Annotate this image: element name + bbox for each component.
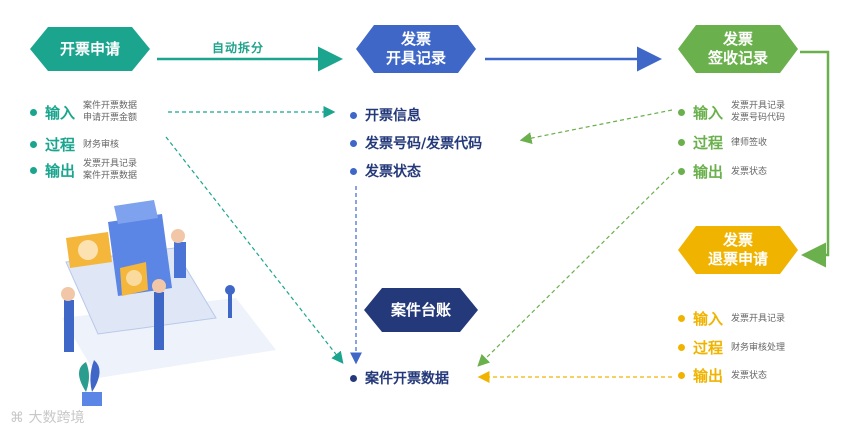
refund-output-item: 输出 发票状态	[678, 365, 767, 386]
apply-process-item: 过程 财务审核	[30, 134, 119, 155]
receive-process-key: 过程	[693, 134, 724, 152]
bullet-dot	[678, 168, 685, 175]
apply-output-item: 输出 发票开具记录 案件开票数据	[30, 158, 137, 182]
refund-input-key: 输入	[693, 310, 724, 328]
node-issue: 发票 开具记录	[356, 25, 476, 73]
apply-input-item: 输入 案件开票数据 申请开票金额	[30, 100, 137, 124]
node-refund: 发票 退票申请	[678, 226, 798, 274]
receive-input-key: 输入	[693, 103, 724, 122]
refund-output-key: 输出	[693, 367, 724, 385]
bullet-dot	[350, 374, 357, 382]
apply-output-detail: 发票开具记录 案件开票数据	[83, 159, 138, 181]
apply-process-key: 过程	[45, 136, 76, 154]
dashed-receive-to-ledger	[477, 171, 675, 367]
bullet-dot	[350, 167, 357, 175]
node-receive: 发票 签收记录	[678, 25, 798, 73]
watermark-text: 大数跨境	[28, 410, 85, 426]
bullet-dot	[678, 315, 685, 322]
apply-output-key: 输出	[45, 161, 76, 180]
node-refund-label: 发票 退票申请	[707, 231, 768, 268]
ledger-item: 案件开票数据	[350, 368, 449, 388]
bullet-dot	[678, 372, 685, 379]
bullet-dot	[30, 108, 37, 116]
receive-process-item: 过程 律师签收	[678, 132, 767, 153]
issue-item-info-label: 开票信息	[365, 108, 421, 124]
issue-item-status-label: 发票状态	[365, 164, 421, 180]
receive-hex-shape	[678, 25, 798, 73]
node-ledger-label: 案件台账	[390, 300, 451, 319]
apply-process-detail: 财务审核	[83, 139, 120, 150]
receive-input-item: 输入 发票开具记录 发票号码代码	[678, 100, 785, 124]
watermark: ⌘ 大数跨境	[10, 410, 85, 426]
dashed-receive-to-issue	[519, 109, 673, 145]
apply-input-detail: 案件开票数据 申请开票金额	[83, 101, 138, 123]
apply-hex-shape	[30, 27, 150, 71]
refund-hex-shape	[678, 226, 798, 274]
issue-hex-shape	[356, 25, 476, 73]
refund-process-key: 过程	[693, 339, 724, 357]
dashed-apply-to-ledger	[165, 136, 344, 364]
issue-item-number: 发票号码/发票代码	[350, 133, 482, 153]
ledger-item-label: 案件开票数据	[365, 371, 449, 387]
node-receive-label: 发票 签收记录	[707, 30, 768, 67]
ledger-hex-shape	[364, 288, 478, 332]
arrow-receive-to-refund	[800, 50, 830, 268]
receive-output-item: 输出 发票状态	[678, 161, 767, 182]
receive-output-key: 输出	[693, 163, 724, 181]
issue-item-status: 发票状态	[350, 161, 421, 181]
receive-output-detail: 发票状态	[731, 166, 768, 177]
edge-label-auto-split: 自动拆分	[212, 41, 265, 55]
bullet-dot	[30, 141, 37, 148]
bullet-dot	[678, 139, 685, 146]
node-issue-label: 发票 开具记录	[385, 30, 446, 67]
refund-output-detail: 发票状态	[731, 370, 768, 381]
refund-process-detail: 财务审核处理	[731, 342, 786, 353]
issue-item-number-label: 发票号码/发票代码	[365, 136, 483, 152]
node-ledger: 案件台账	[364, 288, 478, 332]
node-apply: 开票申请	[30, 27, 150, 71]
bullet-dot	[350, 111, 357, 119]
receive-input-detail: 发票开具记录 发票号码代码	[731, 101, 786, 123]
bullet-dot	[350, 139, 357, 147]
bullet-dot	[678, 108, 685, 116]
bullet-dot	[678, 344, 685, 351]
bullet-dot	[30, 166, 37, 174]
refund-input-item: 输入 发票开具记录	[678, 308, 785, 329]
refund-process-item: 过程 财务审核处理	[678, 337, 785, 358]
receive-process-detail: 律师签收	[731, 137, 768, 148]
apply-input-key: 输入	[45, 103, 76, 122]
refund-input-detail: 发票开具记录	[731, 313, 786, 324]
issue-item-info: 开票信息	[350, 105, 421, 125]
office-illustration	[61, 200, 276, 406]
node-apply-label: 开票申请	[59, 39, 120, 58]
